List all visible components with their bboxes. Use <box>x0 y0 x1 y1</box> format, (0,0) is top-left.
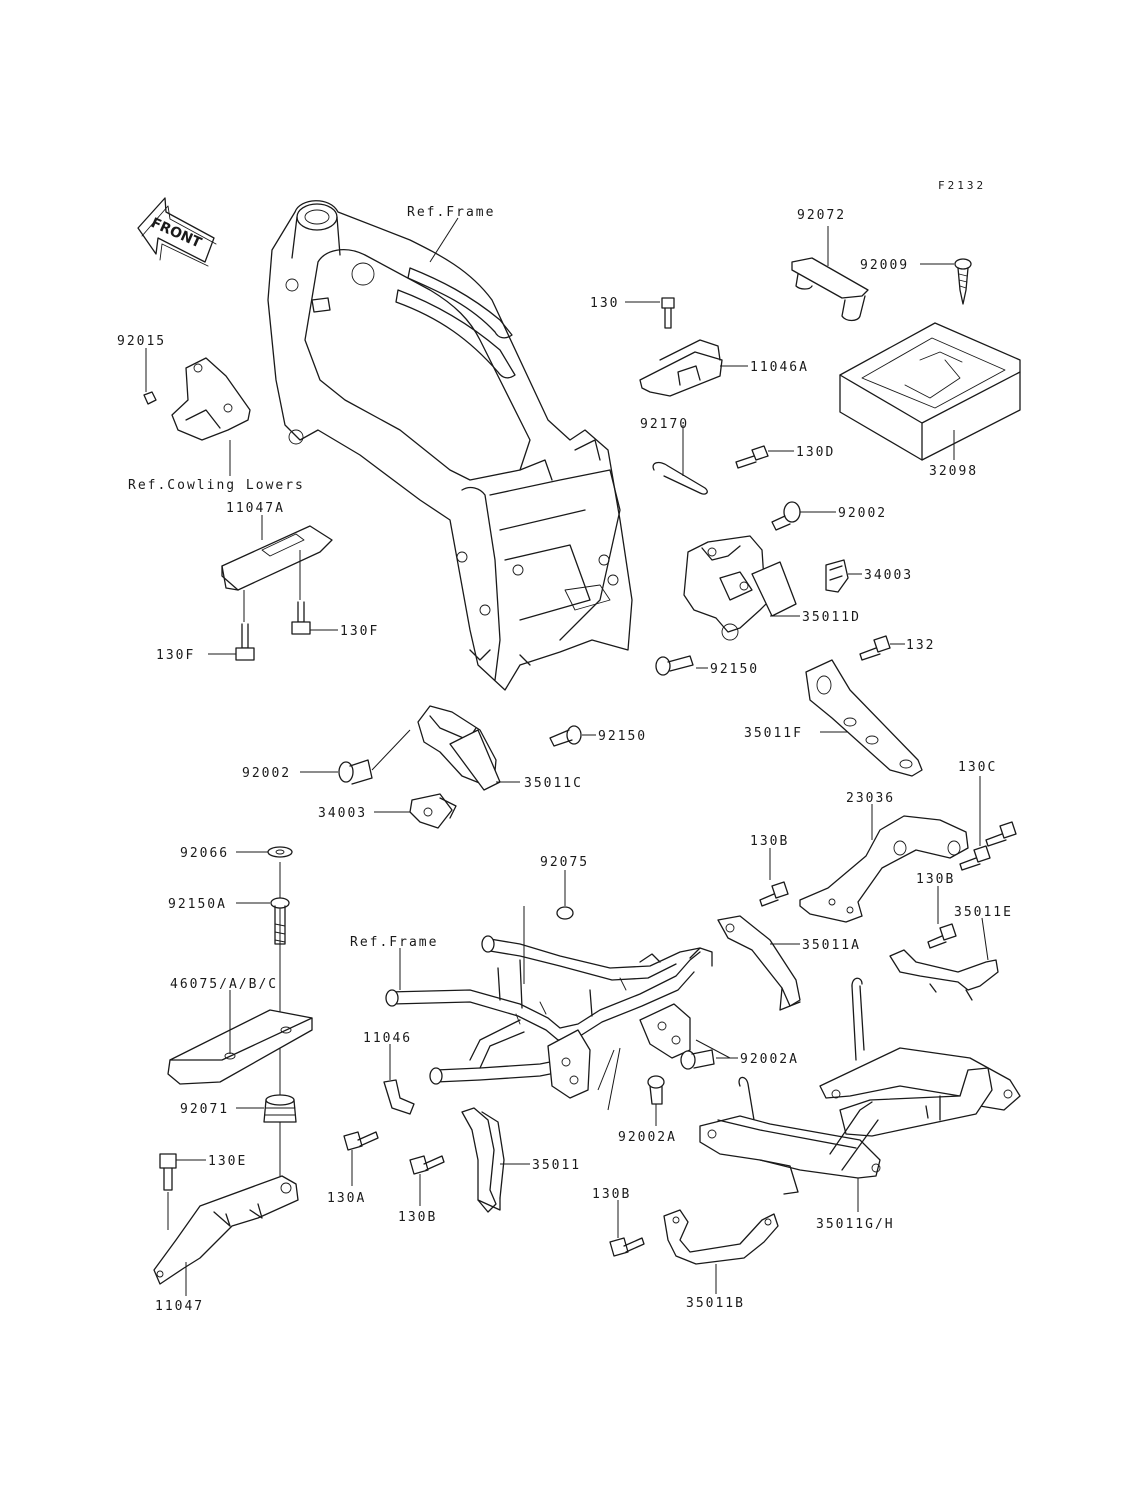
92071-damper-icon <box>263 1094 297 1123</box>
part-130A: 130A <box>327 1191 366 1206</box>
ref-frame-upper-label: Ref.Frame <box>407 205 495 220</box>
23036-bracket-drawing <box>799 815 969 923</box>
35011E-bracket-drawing <box>889 949 999 1001</box>
130B-b-bolt-icon <box>927 923 957 949</box>
92002A-b-bolt-icon <box>647 1075 665 1105</box>
part-92072: 92072 <box>797 208 846 223</box>
92002A-a-bolt-icon <box>680 1049 715 1070</box>
part-130C: 130C <box>958 760 997 775</box>
part-130F-right: 130F <box>340 624 379 639</box>
130F-left-bolt-icon <box>235 623 255 661</box>
part-35011F: 35011F <box>744 726 803 741</box>
part-92150A: 92150A <box>168 897 227 912</box>
11047-bracket-drawing <box>153 1175 299 1285</box>
part-130B-c: 130B <box>398 1210 437 1225</box>
part-11047: 11047 <box>155 1299 204 1314</box>
cowling-bracket-drawing <box>171 357 251 441</box>
part-130D: 130D <box>796 445 835 460</box>
35011B-bracket-drawing <box>663 1209 779 1265</box>
35011D-bracket-drawing <box>683 535 797 641</box>
part-92150-left: 92150 <box>598 729 647 744</box>
part-132: 132 <box>906 638 935 653</box>
part-92066: 92066 <box>180 846 229 861</box>
92015-nut-icon <box>143 391 157 405</box>
92066-washer-icon <box>267 846 293 858</box>
part-92002-right: 92002 <box>838 506 887 521</box>
130E-bolt-icon <box>159 1153 177 1191</box>
35011A-bracket-drawing <box>717 915 801 1011</box>
part-92002A-b: 92002A <box>618 1130 677 1145</box>
11046A-bracket-drawing <box>639 339 723 397</box>
92075-plug-icon <box>556 906 574 920</box>
front-arrow-icon: FRONT <box>137 197 217 267</box>
35011F-bracket-drawing <box>805 659 923 777</box>
part-92150-right: 92150 <box>710 662 759 677</box>
part-130B-b: 130B <box>916 872 955 887</box>
part-92170: 92170 <box>640 417 689 432</box>
part-35011C: 35011C <box>524 776 583 791</box>
main-frame-drawing <box>267 200 633 691</box>
35011C-bracket-drawing <box>417 705 501 791</box>
part-11046A: 11046A <box>750 360 809 375</box>
part-32098: 32098 <box>929 464 978 479</box>
130A-bolt-icon <box>343 1131 379 1151</box>
rear-subframe-drawing <box>385 935 713 1099</box>
92150-right-bolt-icon <box>655 655 694 676</box>
92002-left-bolt-icon <box>338 759 373 785</box>
32098-battery-tray-drawing <box>839 322 1021 461</box>
part-35011E: 35011E <box>954 905 1013 920</box>
132-bolt-icon <box>859 635 891 661</box>
ref-frame-lower-label: Ref.Frame <box>350 935 438 950</box>
part-92009: 92009 <box>860 258 909 273</box>
130B-d-bolt-icon <box>609 1237 645 1257</box>
92009-screw-icon <box>954 258 972 305</box>
part-23036: 23036 <box>846 791 895 806</box>
130-bolt-icon <box>661 297 675 329</box>
part-130-top: 130 <box>590 296 619 311</box>
92170-clip-icon <box>652 461 708 495</box>
part-46075: 46075/A/B/C <box>170 977 278 992</box>
part-11046: 11046 <box>363 1031 412 1046</box>
ref-cowling-lowers-label: Ref.Cowling Lowers <box>128 478 305 493</box>
part-34003-right: 34003 <box>864 568 913 583</box>
part-92075: 92075 <box>540 855 589 870</box>
part-35011: 35011 <box>532 1158 581 1173</box>
34003-left-pin-icon <box>409 793 457 829</box>
part-92002-left: 92002 <box>242 766 291 781</box>
part-130E: 130E <box>208 1154 247 1169</box>
part-92015: 92015 <box>117 334 166 349</box>
130C-bolts-icon <box>959 821 1017 871</box>
part-35011A: 35011A <box>802 938 861 953</box>
11047A-bracket-drawing <box>221 525 333 591</box>
11046-clip-icon <box>383 1079 415 1115</box>
34003-right-pin-icon <box>825 559 849 593</box>
part-34003-left: 34003 <box>318 806 367 821</box>
part-130B-d: 130B <box>592 1187 631 1202</box>
35011-bracket-drawing <box>461 1107 505 1213</box>
92002-right-bolt-icon <box>771 501 801 531</box>
130B-c-bolt-icon <box>409 1155 445 1175</box>
part-130B-a: 130B <box>750 834 789 849</box>
part-35011GH: 35011G/H <box>816 1217 895 1232</box>
130F-right-bolt-icon <box>291 601 311 635</box>
part-35011B: 35011B <box>686 1296 745 1311</box>
part-35011D: 35011D <box>802 610 861 625</box>
46075-heel-guard-drawing <box>167 1009 313 1085</box>
130D-bolt-icon <box>735 445 769 469</box>
part-92002A-a: 92002A <box>740 1052 799 1067</box>
92072-strap-drawing <box>791 257 869 322</box>
92150A-bolt-icon <box>270 897 290 945</box>
92150-left-bolt-icon <box>549 725 582 747</box>
35011GH-bracket-drawing <box>699 977 1021 1195</box>
part-92071: 92071 <box>180 1102 229 1117</box>
130B-a-bolt-icon <box>759 881 789 907</box>
part-130F-left: 130F <box>156 648 195 663</box>
diagram-code: F2132 <box>938 179 986 192</box>
part-11047A: 11047A <box>226 501 285 516</box>
